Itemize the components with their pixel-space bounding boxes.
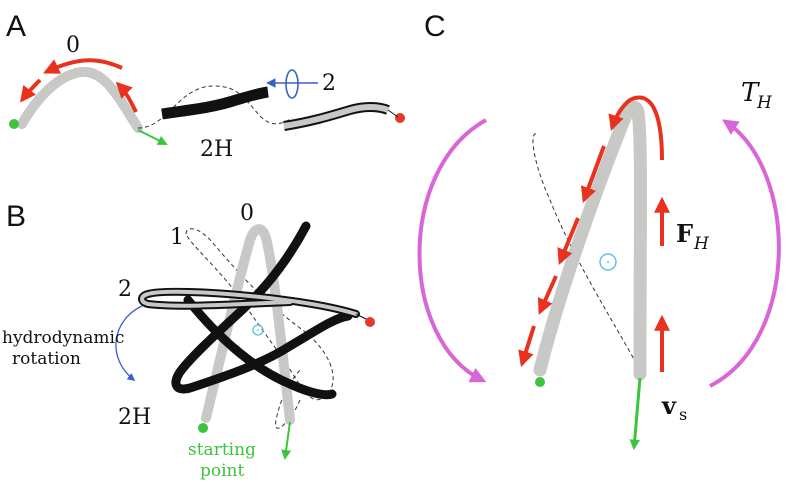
velocity-arrow-a [137, 129, 168, 145]
filament-b-state2-core [140, 289, 358, 316]
panel-a-letter: A [6, 10, 26, 43]
force-arrow-a-right [115, 81, 138, 113]
force-arrow-c-left3 [537, 275, 558, 315]
label-b-state1: 1 [170, 225, 184, 250]
force-arrow-c-top [608, 95, 664, 161]
filament-a-state0 [17, 66, 143, 133]
end-point-a [395, 113, 405, 123]
panel-b-letter: B [6, 200, 26, 233]
velocity-arrow-b [281, 421, 292, 460]
label-starting: starting [188, 440, 256, 460]
label-velocity-sub: s [679, 405, 687, 424]
label-b-state2h: 2H [118, 405, 151, 430]
label-hydrodynamic: hydrodynamic [2, 328, 124, 348]
filament-b-state2h-tail [183, 295, 337, 400]
filament-a-state2-core [283, 104, 390, 129]
label-velocity: v [661, 391, 677, 420]
end-link-a [387, 109, 399, 118]
label-force: F [676, 219, 693, 248]
force-arrow-c-left2 [557, 217, 580, 265]
filament-b-state1 [185, 228, 334, 401]
center-marker-b [252, 324, 264, 336]
label-a-state2: 2 [322, 71, 336, 96]
filament-c [533, 101, 647, 381]
center-marker-c-dot [607, 261, 609, 263]
end-point-b [365, 317, 375, 327]
label-a-state0: 0 [66, 33, 80, 58]
force-arrow-a-left [20, 78, 42, 103]
filament-b-state0 [201, 224, 295, 425]
label-b-state0: 0 [240, 201, 254, 226]
label-rotation: rotation [12, 349, 81, 369]
label-b-state2: 2 [118, 277, 132, 302]
label-point: point [200, 461, 245, 481]
panel-c: C T H F H v s [417, 10, 781, 451]
torque-arrow-right [709, 119, 781, 388]
label-torque: T [741, 78, 760, 108]
panel-c-letter: C [424, 10, 446, 43]
filament-a-state1 [137, 85, 293, 129]
force-arrow-c-left4 [518, 325, 536, 368]
torque-arrow-left [417, 118, 487, 383]
label-torque-sub: H [756, 93, 773, 113]
filament-a-state2h [161, 86, 269, 120]
panel-b: B 0 1 2 2H hydrodynamic rotation startin… [2, 200, 375, 481]
rotation-icon [266, 69, 318, 99]
center-marker-c [599, 253, 617, 271]
force-arrow-c-left1 [580, 145, 606, 204]
label-force-sub: H [693, 234, 710, 254]
velocity-arrow-c [629, 377, 642, 451]
rotation-arrow-b [115, 305, 143, 381]
start-point-c [535, 377, 545, 387]
panel-a: A 0 2 2H [6, 10, 405, 162]
start-point-a [9, 119, 19, 129]
force-arrow-a-top [43, 58, 123, 74]
start-point-b [198, 423, 208, 433]
center-marker-b-dot [257, 329, 259, 331]
label-a-state2h: 2H [200, 137, 233, 162]
